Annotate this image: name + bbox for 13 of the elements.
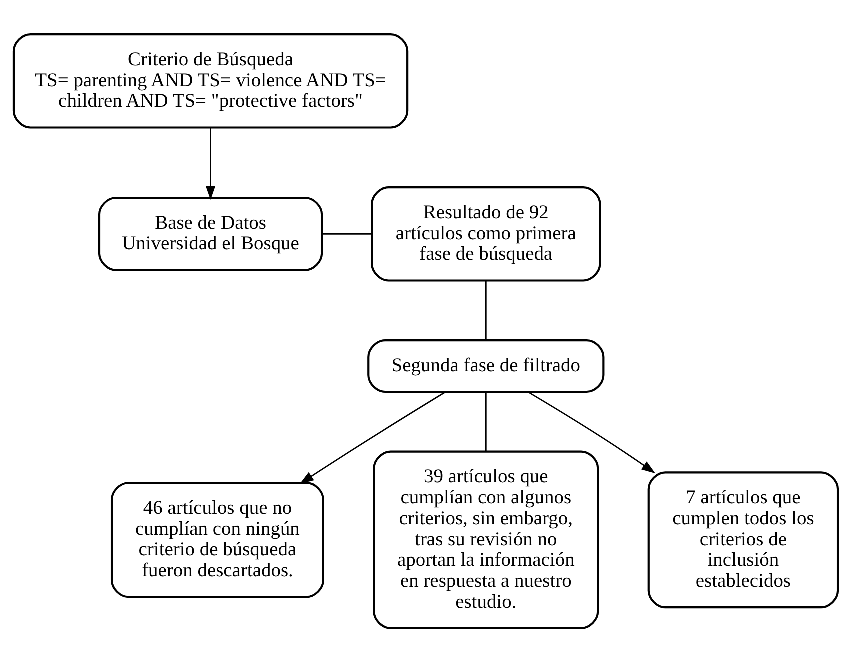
node-box: Base de Datos Universidad el Bosque [98,196,324,271]
node-box: Resultado de 92 artículos como primera fase de búsqueda [371,186,602,282]
node-box: 7 artículos que cumplen todos los criterios de inclusión establecidos [648,471,840,608]
arrow [528,391,656,474]
arrow [206,128,216,200]
node-box: 46 artículos que no cumplían con ningún criterio de búsqueda fueron descartados. [110,482,324,598]
connector [322,232,372,234]
connector [485,280,487,340]
connector [485,392,487,452]
node-box: Segunda fase de filtrado [368,339,605,393]
arrow [300,390,446,484]
node-box: Criterio de Búsqueda TS= parenting AND TS= violence AND TS= children AND TS= "protective factors" [12,33,409,128]
node-box: 39 artículos que cumplían con algunos criterios, sin embargo, tras su revisión no aportan la información en respuesta a nuestro estudio. [373,450,600,629]
